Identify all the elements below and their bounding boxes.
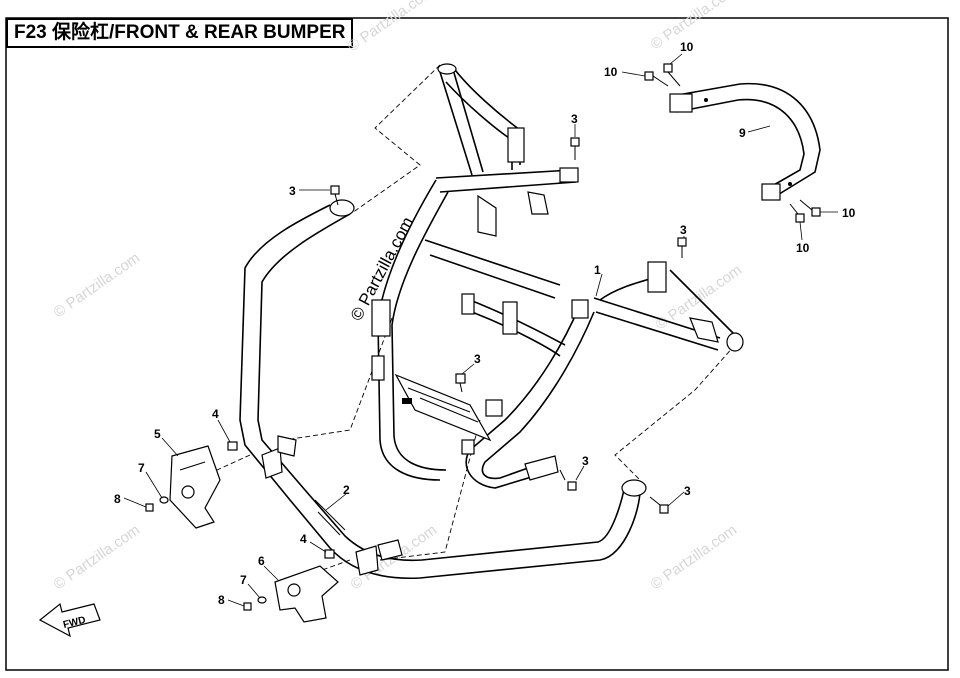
forward-arrow-icon: FWD — [38, 602, 101, 638]
callout-2: 2 — [343, 483, 350, 497]
watermark-3: © Partzilla.com — [51, 249, 144, 321]
bolt-3d — [455, 373, 466, 393]
watermark-7: © Partzilla.com — [648, 521, 741, 593]
main-frame — [371, 63, 744, 489]
skid-plate-6 — [274, 565, 339, 623]
bolt-3b — [570, 137, 580, 160]
callout-3b: 3 — [571, 112, 578, 126]
callout-3f: 3 — [684, 484, 691, 498]
leader-lines — [123, 53, 838, 607]
watermark-1: © Partzilla.com — [345, 0, 438, 55]
nut-4b — [324, 549, 335, 559]
callout-6: 6 — [258, 554, 265, 568]
bolt-8b — [243, 602, 252, 611]
bolt-3a — [330, 185, 340, 206]
diagram-title: F23 保险杠/FRONT & REAR BUMPER — [6, 18, 354, 48]
bolt-10a — [644, 71, 669, 87]
callout-7a: 7 — [138, 461, 145, 475]
bolt-8a — [145, 503, 154, 512]
callout-8b: 8 — [218, 593, 225, 607]
washer-7b — [257, 596, 267, 604]
callout-4a: 4 — [212, 407, 219, 421]
bolt-10d — [789, 203, 805, 223]
washer-7a — [159, 496, 169, 504]
front-bumper — [239, 199, 647, 580]
callout-5: 5 — [154, 427, 161, 441]
callout-3e: 3 — [582, 454, 589, 468]
callout-10b: 10 — [604, 65, 618, 79]
callout-9: 9 — [739, 126, 746, 140]
rear-bumper — [669, 82, 821, 201]
fwd-label: FWD — [62, 615, 87, 631]
callout-4b: 4 — [300, 532, 307, 546]
bolt-3c — [677, 237, 687, 258]
callout-1: 1 — [594, 263, 601, 277]
callout-7b: 7 — [240, 573, 247, 587]
bolt-10b — [663, 63, 681, 87]
callout-10d: 10 — [796, 241, 810, 255]
callout-10a: 10 — [680, 40, 694, 54]
callout-10c: 10 — [842, 206, 856, 220]
callout-3a: 3 — [289, 184, 296, 198]
callout-3c: 3 — [680, 223, 687, 237]
bolt-3f — [649, 496, 669, 514]
watermark-5: © Partzilla.com — [51, 521, 144, 593]
fasteners — [145, 63, 821, 611]
skid-plate-5 — [169, 445, 221, 529]
bolt-3e — [559, 469, 577, 491]
callout-labels: 1 2 3 3 3 3 3 3 4 4 5 6 7 7 8 8 9 10 10 … — [114, 40, 856, 607]
callout-8a: 8 — [114, 492, 121, 506]
watermark-2: © Partzilla.com — [648, 0, 741, 53]
callout-3d: 3 — [474, 352, 481, 366]
nut-4a — [227, 441, 238, 451]
page-border — [5, 17, 949, 671]
